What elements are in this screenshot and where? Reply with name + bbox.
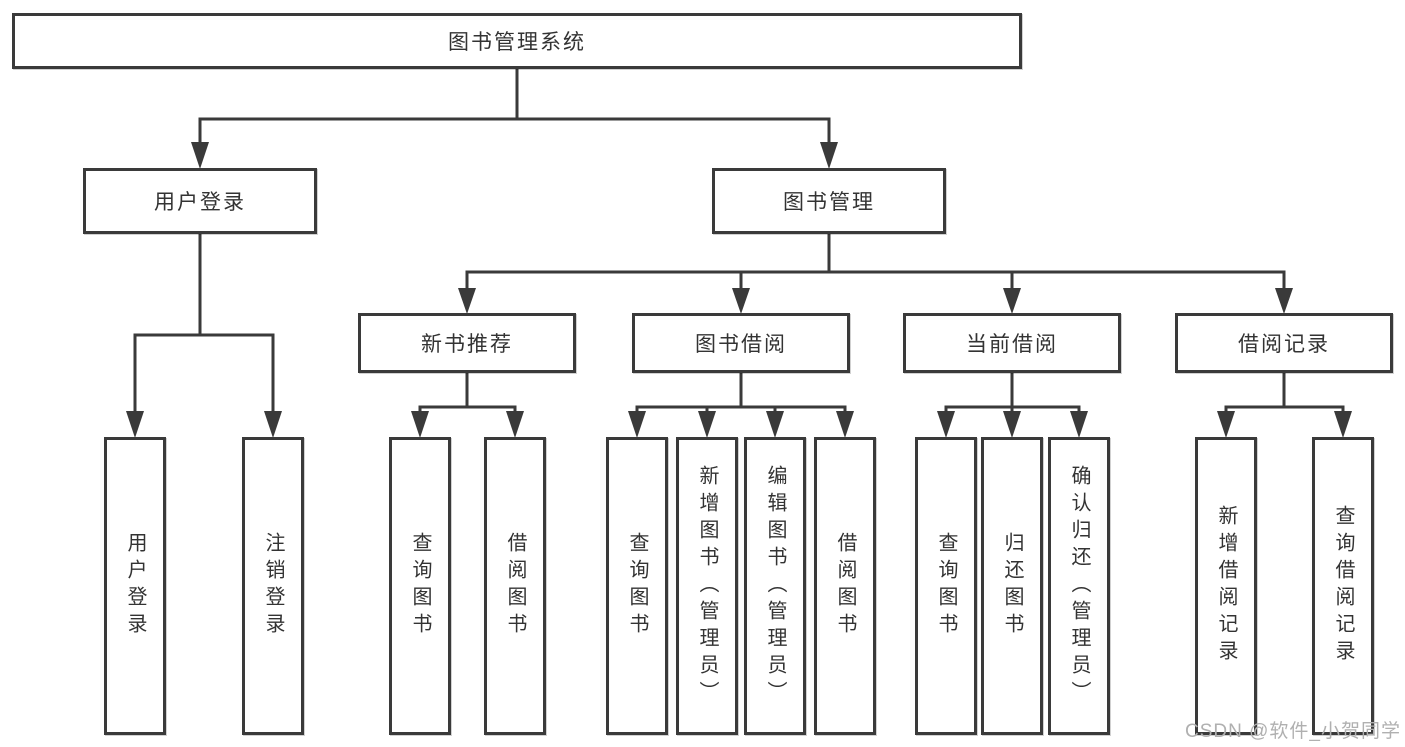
connector-sub-borrow-record	[1224, 405, 1345, 414]
leaf-add-book-admin: 新增图书（管理员）	[676, 437, 738, 735]
leaf-label: 新增图书（管理员）	[696, 464, 718, 708]
arrow-leaf	[628, 411, 646, 438]
arrow-current-borrow	[1003, 288, 1021, 314]
leaf-label: 借阅图书	[504, 532, 526, 640]
connector-user-login-branch	[133, 234, 275, 414]
node-current-borrowing: 当前借阅	[903, 313, 1121, 373]
arrow-leaf	[1070, 411, 1088, 438]
connector-sub-book-borrow	[635, 405, 847, 414]
leaf-label: 归还图书	[1001, 532, 1023, 640]
leaf-borrow-books-1: 借阅图书	[484, 437, 546, 735]
csdn-watermark: CSDN @软件_小贺同学	[1185, 721, 1401, 742]
arrow-leaf	[126, 411, 144, 438]
leaf-borrow-books-2: 借阅图书	[814, 437, 876, 735]
arrow-leaf	[937, 411, 955, 438]
arrow-user-login	[191, 142, 209, 169]
leaf-label: 查询图书	[409, 532, 431, 640]
node-user-login: 用户登录	[83, 168, 317, 234]
leaf-label: 查询图书	[626, 532, 648, 640]
leaf-label: 新增借阅记录	[1215, 505, 1237, 667]
connector-sub-new-book	[418, 405, 517, 414]
leaf-label: 借阅图书	[834, 532, 856, 640]
arrow-leaf	[836, 411, 854, 438]
arrow-leaf	[1217, 411, 1235, 438]
leaf-query-books-1: 查询图书	[389, 437, 451, 735]
node-borrow-records: 借阅记录	[1175, 313, 1393, 373]
arrow-new-book	[458, 288, 476, 314]
connector-sub-stems	[465, 373, 1286, 407]
leaf-add-borrow-record: 新增借阅记录	[1195, 437, 1257, 735]
arrow-leaf	[698, 411, 716, 438]
leaf-label: 查询图书	[935, 532, 957, 640]
leaf-edit-book-admin: 编辑图书（管理员）	[744, 437, 806, 735]
arrow-leaf	[1334, 411, 1352, 438]
node-new-book-recommend: 新书推荐	[358, 313, 576, 373]
arrow-book-borrow	[732, 288, 750, 314]
arrow-leaf	[411, 411, 429, 438]
node-library-management-system: 图书管理系统	[12, 13, 1022, 69]
connector-level3	[465, 270, 1286, 290]
leaf-label: 用户登录	[124, 532, 146, 640]
connector-level2	[198, 117, 831, 146]
leaf-user-login: 用户登录	[104, 437, 166, 735]
leaf-label: 查询借阅记录	[1332, 505, 1354, 667]
arrow-leaf	[264, 411, 282, 438]
leaf-logout-login: 注销登录	[242, 437, 304, 735]
leaf-confirm-return-admin: 确认归还（管理员）	[1048, 437, 1110, 735]
leaf-query-books-3: 查询图书	[915, 437, 977, 735]
arrowheads	[126, 142, 1352, 438]
arrow-leaf	[766, 411, 784, 438]
leaf-query-books-2: 查询图书	[606, 437, 668, 735]
leaf-label: 确认归还（管理员）	[1068, 464, 1090, 708]
node-book-management: 图书管理	[712, 168, 946, 234]
node-book-borrowing: 图书借阅	[632, 313, 850, 373]
leaf-label: 编辑图书（管理员）	[764, 464, 786, 708]
arrow-borrow-record	[1275, 288, 1293, 314]
arrow-leaf	[1003, 411, 1021, 438]
leaf-query-borrow-record: 查询借阅记录	[1312, 437, 1374, 735]
leaf-label: 注销登录	[262, 532, 284, 640]
arrow-book-management	[820, 142, 838, 169]
leaf-return-books: 归还图书	[981, 437, 1043, 735]
arrow-leaf	[506, 411, 524, 438]
